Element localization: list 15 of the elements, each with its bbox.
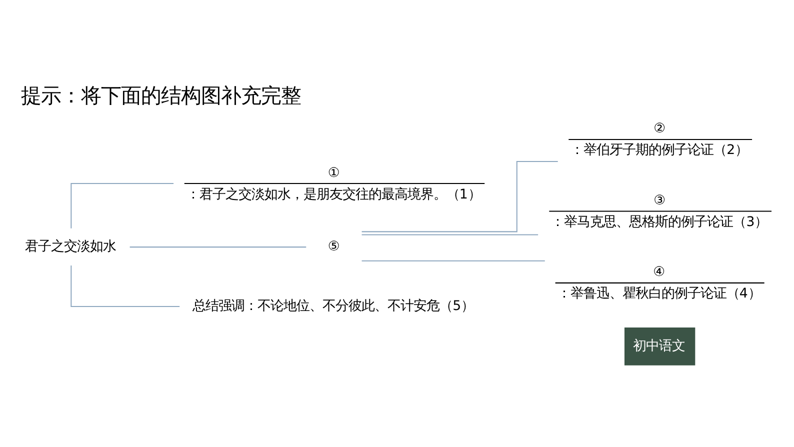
connector xyxy=(70,183,174,228)
connector xyxy=(130,246,306,248)
node-text: ① ：君子之交淡如水，是朋友交往的最高境界。（1） xyxy=(186,166,481,202)
diagram-title: 提示：将下面的结构图补充完整 xyxy=(20,84,301,108)
node-text: ③ ：举马克思、恩格斯的例子论证（3） xyxy=(551,193,768,230)
node-text: ⑤ xyxy=(328,240,340,255)
node-text: 君子之交淡如水 xyxy=(25,240,116,255)
connector xyxy=(362,161,558,232)
connector xyxy=(362,234,538,236)
node-text: ② ：举伯牙子期的例子论证（2） xyxy=(570,122,748,158)
label: 初中语文 xyxy=(633,338,686,354)
node-text: 总结强调：不论地位、不分彼此、不计安危（5） xyxy=(192,298,474,314)
connector xyxy=(362,260,545,262)
connector xyxy=(70,266,180,307)
node-text: ④ ：举鲁迅、瞿秋白的例子论证（4） xyxy=(557,265,761,302)
